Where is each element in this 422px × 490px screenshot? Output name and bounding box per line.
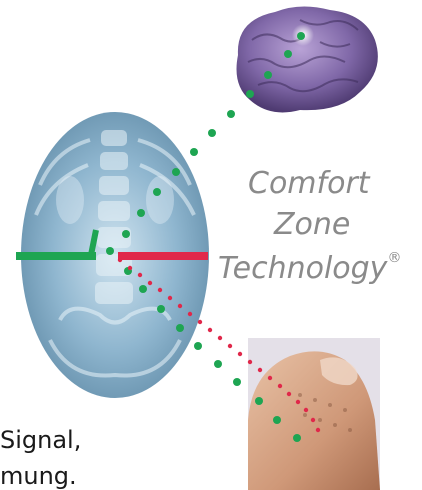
brain-image — [237, 6, 378, 112]
title-line-technology: Technology® — [218, 250, 422, 286]
green-signal-bar — [16, 252, 96, 260]
title-line-comfort: Comfort — [248, 166, 422, 201]
red-signal-bar — [118, 252, 208, 260]
fingertip-image — [248, 338, 380, 490]
registered-mark: ® — [387, 250, 401, 266]
caption-line-1: Signal, — [0, 426, 81, 454]
caption-line-2: mung. — [0, 462, 77, 490]
title-line-zone: Zone — [274, 207, 422, 242]
title-technology-text: Technology — [218, 251, 387, 286]
